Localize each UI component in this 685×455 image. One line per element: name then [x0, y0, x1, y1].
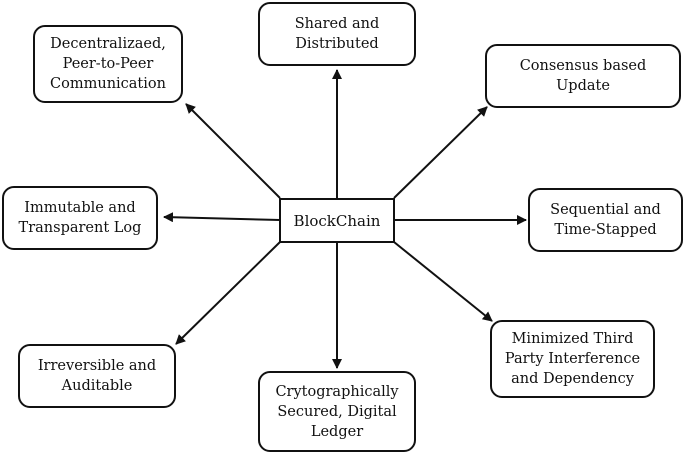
node-label-line: Auditable: [61, 378, 133, 394]
arrow-to-irreversible: [175, 241, 281, 345]
node-label-line: Irreversible and: [37, 358, 157, 374]
node-label-line: Transparent Log: [18, 220, 142, 236]
node-label-line: Consensus based: [519, 58, 647, 74]
node-label-line: Communication: [50, 76, 166, 92]
node-label-line: Sequential and: [550, 202, 661, 218]
node-label-line: Peer-to-Peer: [62, 56, 154, 72]
arrow-to-decentralized: [185, 103, 281, 199]
node-decentralized-p2p: Decentralizaed, Peer-to-Peer Communicati…: [33, 25, 183, 103]
arrow-to-immutable: [163, 212, 281, 223]
node-label-line: Crytographically: [275, 383, 399, 400]
node-consensus-update: Consensus based Update: [485, 44, 681, 108]
node-crypto-ledger: Crytographically Secured, Digital Ledger: [258, 371, 416, 452]
arrow-to-third-party: [393, 241, 493, 322]
node-label-line: Update: [556, 78, 610, 94]
node-label-line: Ledger: [310, 423, 364, 440]
node-label-line: Distributed: [295, 36, 379, 52]
node-immutable-log: Immutable and Transparent Log: [2, 186, 158, 250]
node-minimized-third-party: Minimized Third Party Interference and D…: [490, 320, 655, 398]
node-label-line: Minimized Third: [511, 331, 634, 347]
node-shared-and-distributed: Shared and Distributed: [258, 2, 416, 66]
node-irreversible-auditable: Irreversible and Auditable: [18, 344, 176, 408]
node-sequential-timestamped: Sequential and Time-Stapped: [528, 188, 683, 252]
center-node-blockchain: BlockChain: [279, 198, 395, 243]
node-label-line: Time-Stapped: [554, 222, 657, 238]
node-label-line: and Dependency: [511, 371, 634, 387]
node-label-line: Immutable and: [24, 200, 136, 216]
node-label-line: Decentralizaed,: [50, 36, 166, 52]
center-node-label: BlockChain: [293, 211, 381, 230]
arrow-to-consensus: [393, 106, 488, 199]
node-label-line: Party Interference: [504, 351, 641, 367]
node-label-line: Secured, Digital: [277, 403, 397, 420]
node-label-line: Shared and: [294, 16, 380, 32]
